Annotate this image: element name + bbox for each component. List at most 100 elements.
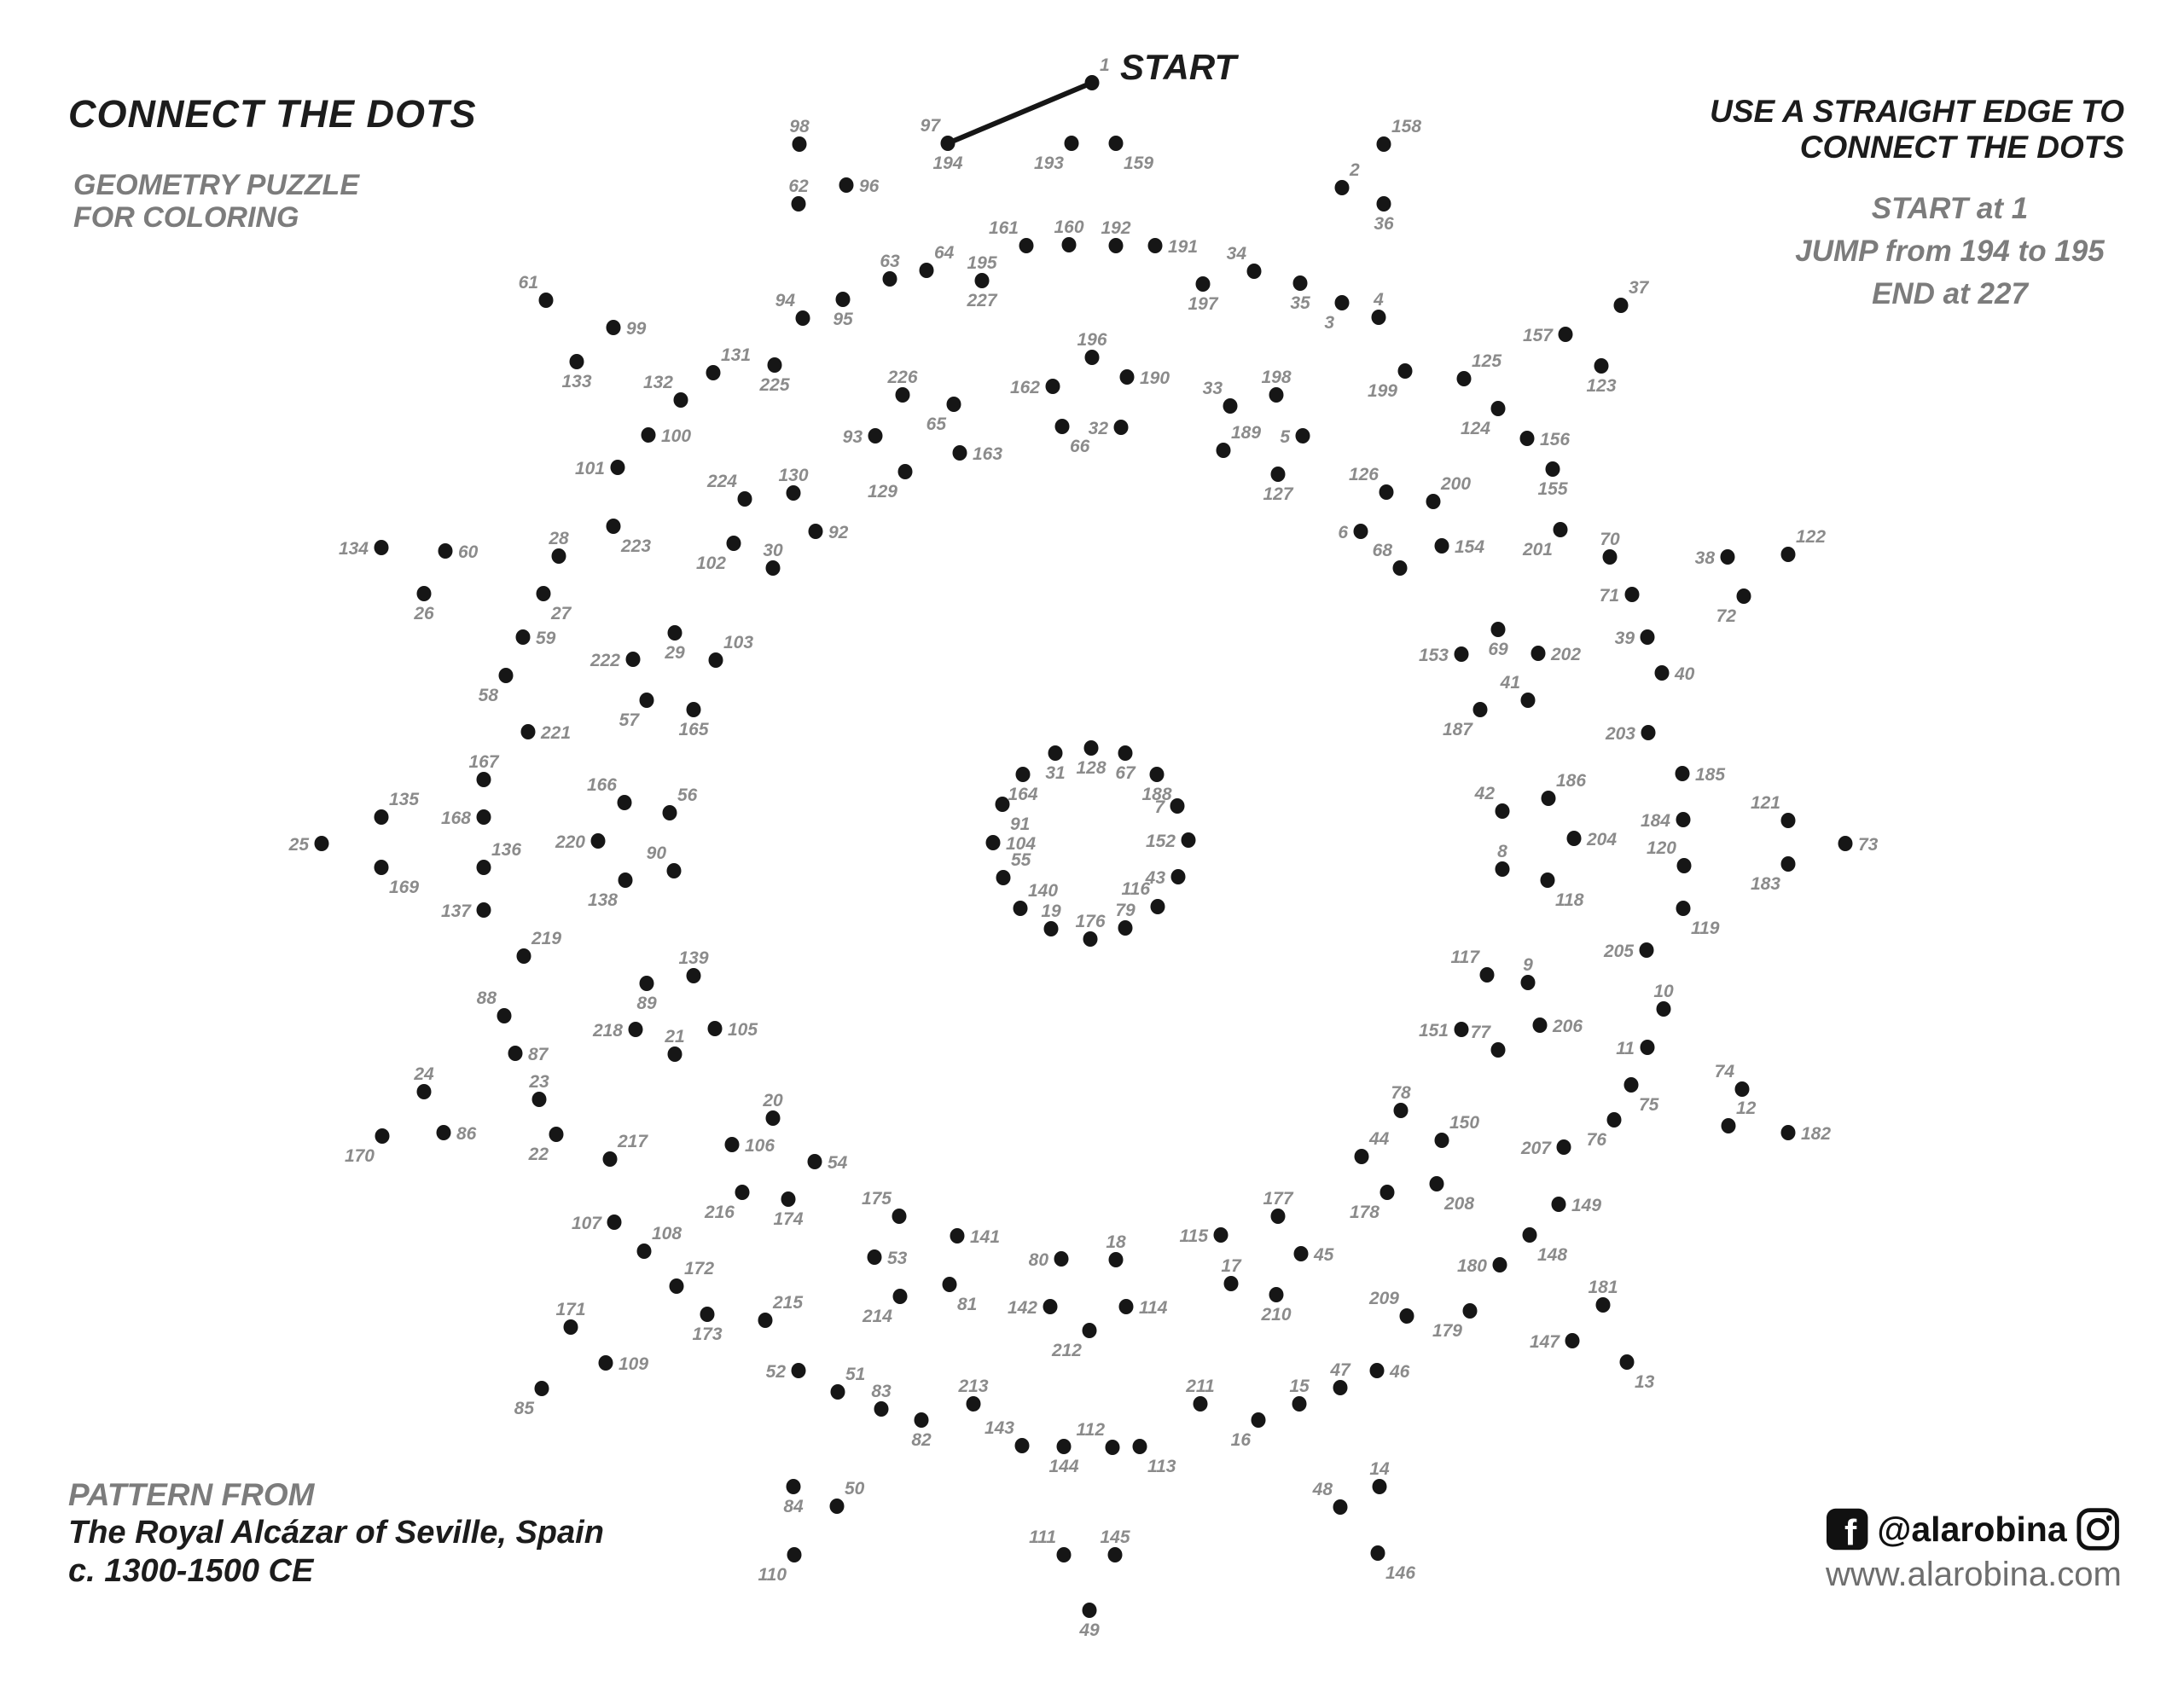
- dot-label-172: 172: [684, 1259, 714, 1278]
- dot-label-101: 101: [575, 459, 605, 478]
- dot-10: [1656, 1001, 1671, 1017]
- dot-9: [1520, 975, 1536, 990]
- dot-164: [1015, 767, 1031, 782]
- dot-125: [1456, 371, 1472, 386]
- dot-116: [1150, 899, 1165, 914]
- dot-128: [1083, 740, 1099, 756]
- dot-117: [1479, 967, 1495, 983]
- dot-label-159: 159: [1124, 154, 1153, 173]
- dot-label-39: 39: [1615, 629, 1635, 648]
- dot-144: [1056, 1439, 1072, 1454]
- dot-label-152: 152: [1146, 832, 1176, 851]
- dot-label-212: 212: [1051, 1341, 1082, 1360]
- dot-64: [919, 263, 934, 278]
- dot-181: [1595, 1297, 1611, 1313]
- dot-21: [667, 1046, 682, 1062]
- dot-192: [1108, 238, 1124, 253]
- social-handle[interactable]: @alarobina: [1877, 1509, 2067, 1549]
- dot-79: [1118, 920, 1133, 936]
- dot-110: [787, 1547, 802, 1562]
- dot-label-34: 34: [1227, 244, 1247, 264]
- puzzle-steps: START at 1 JUMP from 194 to 195 END at 2…: [1773, 188, 2127, 316]
- dot-label-48: 48: [1312, 1480, 1333, 1499]
- dot-152: [1181, 832, 1196, 848]
- dot-52: [791, 1363, 806, 1378]
- dot-123: [1594, 358, 1609, 374]
- dot-label-160: 160: [1054, 217, 1083, 237]
- dot-183: [1780, 856, 1796, 872]
- dot-14: [1372, 1479, 1387, 1494]
- dot-label-92: 92: [828, 523, 849, 542]
- dot-label-188: 188: [1141, 785, 1171, 804]
- dot-166: [617, 795, 632, 810]
- dot-label-56: 56: [677, 786, 698, 805]
- dot-label-58: 58: [479, 686, 499, 705]
- dot-71: [1624, 587, 1640, 602]
- dot-label-105: 105: [728, 1020, 758, 1040]
- dot-92: [808, 524, 823, 539]
- dot-label-119: 119: [1691, 919, 1720, 938]
- dot-label-60: 60: [458, 542, 479, 562]
- website-url[interactable]: www.alarobina.com: [1826, 1556, 2122, 1593]
- dot-label-46: 46: [1389, 1362, 1410, 1382]
- dot-label-129: 129: [868, 482, 897, 501]
- dot-label-36: 36: [1374, 214, 1394, 234]
- dot-label-11: 11: [1616, 1039, 1635, 1058]
- dot-148: [1522, 1227, 1537, 1243]
- dot-label-120: 120: [1647, 838, 1676, 858]
- dot-97: [940, 136, 956, 151]
- dot-195: [974, 273, 990, 288]
- dot-86: [436, 1125, 451, 1140]
- dot-label-3: 3: [1324, 313, 1334, 333]
- dot-172: [669, 1278, 684, 1294]
- dot-203: [1641, 725, 1656, 740]
- dot-141: [950, 1228, 965, 1244]
- instagram-icon[interactable]: [2076, 1506, 2120, 1552]
- dot-label-204: 204: [1586, 830, 1617, 849]
- dot-label-177: 177: [1263, 1189, 1293, 1209]
- dot-201: [1553, 522, 1568, 537]
- dot-145: [1107, 1547, 1123, 1562]
- dot-193: [1064, 136, 1079, 151]
- dot-58: [498, 668, 514, 683]
- dot-53: [867, 1249, 882, 1265]
- dot-label-91: 91: [1010, 815, 1030, 834]
- dot-label-66: 66: [1070, 437, 1090, 456]
- dot-12: [1721, 1118, 1736, 1133]
- dot-121: [1780, 813, 1796, 828]
- dot-label-191: 191: [1168, 237, 1198, 257]
- facebook-icon[interactable]: f: [1826, 1507, 1868, 1551]
- dot-label-1: 1: [1100, 55, 1110, 75]
- dot-label-213: 213: [957, 1377, 988, 1396]
- dot-label-125: 125: [1472, 351, 1502, 371]
- dot-label-122: 122: [1796, 527, 1826, 547]
- pattern-credit: PATTERN FROM The Royal Alcázar of Sevill…: [68, 1475, 604, 1591]
- dot-label-124: 124: [1461, 419, 1490, 438]
- dot-40: [1654, 665, 1670, 681]
- dot-label-24: 24: [413, 1064, 434, 1084]
- dot-label-130: 130: [778, 466, 808, 485]
- dot-223: [606, 519, 621, 534]
- dot-label-208: 208: [1443, 1194, 1474, 1214]
- dot-label-144: 144: [1048, 1457, 1078, 1476]
- dot-109: [598, 1355, 613, 1371]
- dot-label-69: 69: [1488, 640, 1508, 659]
- dot-label-223: 223: [620, 536, 651, 556]
- dot-118: [1540, 872, 1555, 888]
- dot-216: [735, 1185, 750, 1200]
- dot-label-182: 182: [1801, 1124, 1831, 1144]
- page-title: CONNECT THE DOTS: [68, 92, 477, 136]
- dot-label-54: 54: [828, 1153, 848, 1173]
- dot-label-51: 51: [845, 1365, 865, 1384]
- dot-28: [551, 548, 566, 564]
- dot-label-219: 219: [531, 929, 561, 948]
- dot-187: [1472, 702, 1488, 717]
- dot-label-151: 151: [1419, 1021, 1449, 1041]
- dot-126: [1379, 484, 1394, 500]
- dot-label-168: 168: [441, 809, 471, 828]
- start-line: [945, 80, 1095, 146]
- dot-50: [829, 1499, 845, 1514]
- dot-label-17: 17: [1221, 1256, 1242, 1276]
- dot-196: [1084, 350, 1100, 365]
- edge-instruction-line-2: CONNECT THE DOTS: [1799, 130, 2124, 165]
